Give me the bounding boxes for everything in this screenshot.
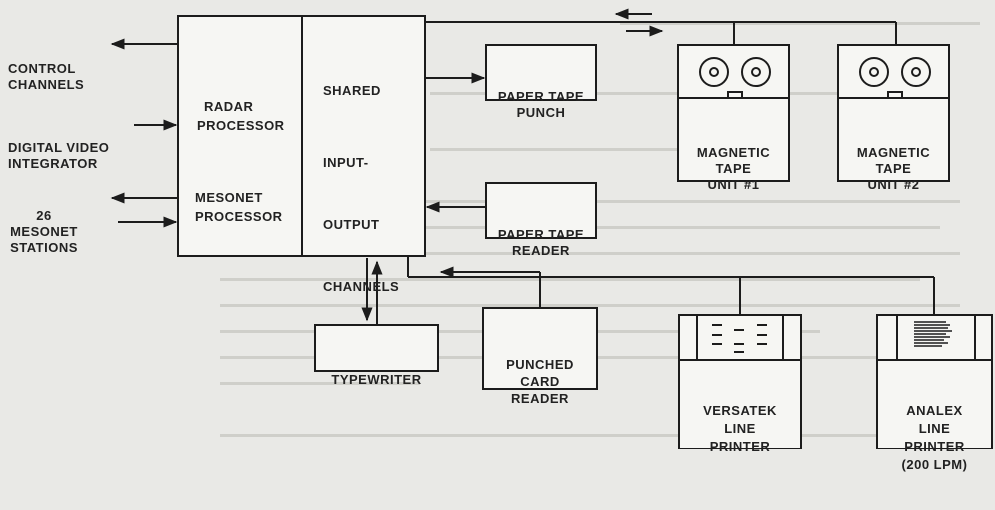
- reel-icon: [709, 67, 719, 77]
- typewriter-label: TYPEWRITER: [331, 372, 422, 387]
- reel-icon: [911, 67, 921, 77]
- shared-io-label: SHARED INPUT- OUTPUT CHANNELS: [323, 83, 400, 294]
- printed-text-icon: [914, 321, 952, 347]
- reel-icon: [751, 67, 761, 77]
- reel-icon: [699, 57, 729, 87]
- reel-icon: [869, 67, 879, 77]
- reel-icon: [859, 57, 889, 87]
- versatek-box: [678, 314, 802, 449]
- tape-head-icon: [727, 91, 743, 99]
- paper-tape-reader-box: [485, 182, 597, 239]
- mag-tape-2-box: [837, 44, 950, 182]
- printed-page-icon: [712, 324, 767, 353]
- tape-head-icon: [887, 91, 903, 99]
- reel-icon: [741, 57, 771, 87]
- paper-tape-punch-box: [485, 44, 597, 101]
- reel-icon: [901, 57, 931, 87]
